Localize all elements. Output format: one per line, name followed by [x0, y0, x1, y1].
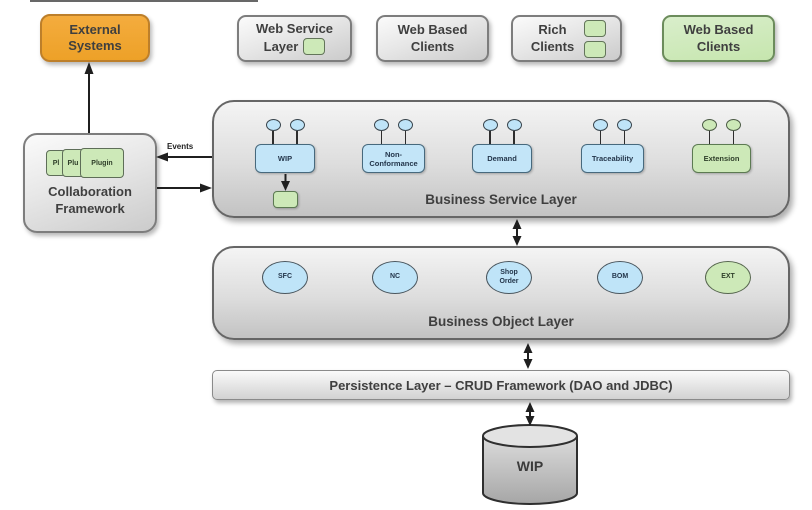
- object-shop-order: Shop Order: [486, 261, 532, 294]
- service-box-non-conformance: Non-Conformance: [362, 144, 425, 173]
- service-box-wip: WIP: [255, 144, 315, 173]
- lollipop-icon: [482, 119, 498, 131]
- component-icon: [583, 40, 606, 58]
- component-icon: [303, 38, 326, 55]
- wip-subcomponent-box: [273, 191, 298, 208]
- lollipop-icon: [726, 119, 741, 131]
- arrow-collab-to-bsl: [157, 183, 212, 193]
- external-systems-box: External Systems: [40, 14, 150, 62]
- plugin-stack: Pl Plu Plugin: [38, 147, 148, 179]
- service-non-conformance: Non-Conformance: [362, 119, 425, 173]
- component-icon: [583, 19, 606, 37]
- business-object-layer-label: Business Object Layer: [428, 314, 574, 329]
- persistence-layer-label: Persistence Layer – CRUD Framework (DAO …: [329, 377, 673, 393]
- web-service-layer-label: Web Service Layer: [255, 21, 334, 55]
- top-crop-artifact-line: [30, 0, 258, 2]
- lollipop-icon: [617, 119, 632, 131]
- web-based-clients-box: Web Based Clients: [376, 15, 489, 62]
- lollipop-interfaces: [472, 119, 532, 144]
- business-service-layer-label: Business Service Layer: [425, 192, 577, 207]
- rich-clients-box: Rich Clients: [511, 15, 622, 62]
- lollipop-icon: [265, 119, 281, 131]
- arrow-bol-persistence: [523, 343, 533, 369]
- arrow-events-to-collab: [156, 152, 212, 162]
- object-ext: EXT: [705, 261, 751, 294]
- events-arrow-label: Events: [167, 142, 194, 151]
- object-bom: BOM: [597, 261, 643, 294]
- arrow-bsl-bol: [512, 219, 522, 246]
- lollipop-icon: [289, 119, 305, 131]
- wip-database-cylinder: [482, 424, 578, 505]
- lollipop-icon: [398, 119, 413, 131]
- object-sfc: SFC: [262, 261, 308, 294]
- web-service-layer-box: Web Service Layer: [237, 15, 352, 62]
- rich-clients-label: Rich Clients: [530, 21, 575, 54]
- web-based-clients-green-label: Web Based Clients: [683, 21, 754, 54]
- lollipop-interfaces: [692, 119, 751, 144]
- collaboration-framework-label: Collaboration Framework: [48, 184, 132, 216]
- service-extension: Extension: [692, 119, 751, 173]
- rich-clients-components: [583, 19, 606, 58]
- plugin-box: Plugin: [80, 148, 124, 178]
- lollipop-icon: [593, 119, 608, 131]
- web-based-clients-label: Web Based Clients: [397, 21, 468, 54]
- lollipop-icon: [506, 119, 522, 131]
- lollipop-interfaces: [255, 119, 315, 144]
- lollipop-interfaces: [362, 119, 425, 144]
- service-wip: WIP: [255, 119, 315, 173]
- persistence-layer-box: Persistence Layer – CRUD Framework (DAO …: [212, 370, 790, 400]
- lollipop-icon: [702, 119, 717, 131]
- collaboration-framework-box: Pl Plu Plugin Collaboration Framework: [23, 133, 157, 233]
- service-box-demand: Demand: [472, 144, 532, 173]
- service-demand: Demand: [472, 119, 532, 173]
- lollipop-icon: [374, 119, 389, 131]
- service-box-traceability: Traceability: [581, 144, 644, 173]
- arrow-collab-to-external: [84, 62, 94, 133]
- service-box-extension: Extension: [692, 144, 751, 173]
- external-systems-label: External Systems: [68, 21, 122, 53]
- lollipop-interfaces: [581, 119, 644, 144]
- wip-database-label: WIP: [516, 458, 544, 474]
- service-traceability: Traceability: [581, 119, 644, 173]
- web-based-clients-green-box: Web Based Clients: [662, 15, 775, 62]
- object-nc: NC: [372, 261, 418, 294]
